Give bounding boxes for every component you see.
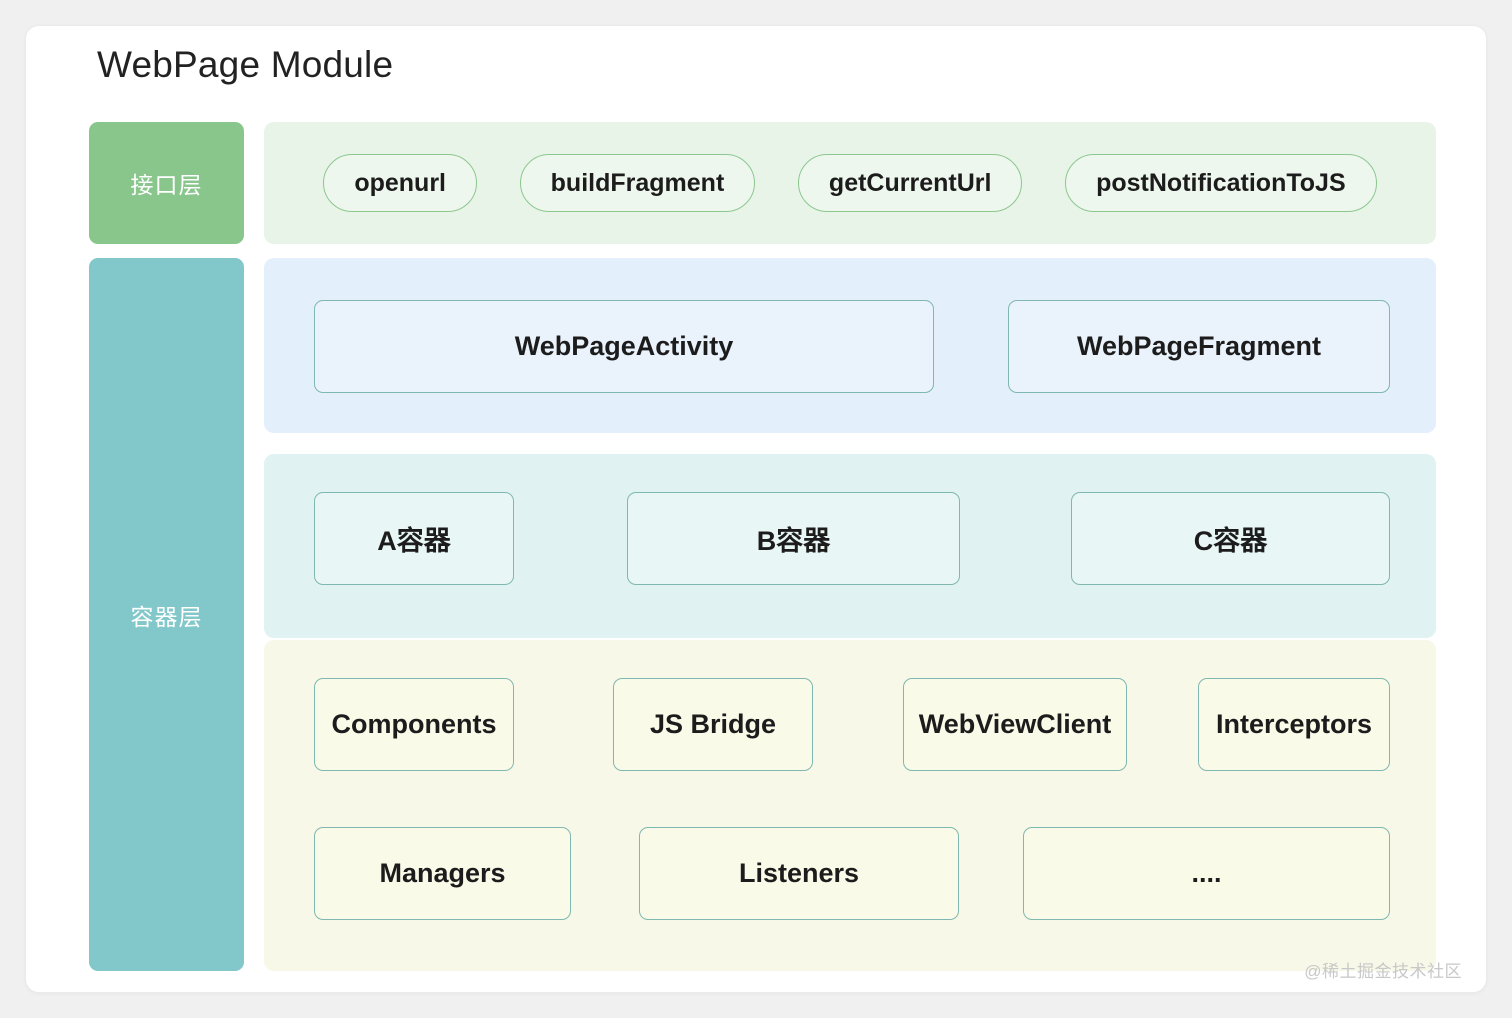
box-managers[interactable]: Managers — [314, 827, 571, 920]
box-label: Managers — [379, 858, 506, 888]
watermark: @稀土掘金技术社区 — [1304, 962, 1462, 981]
layer-label-container-text: 容器层 — [130, 603, 203, 630]
api-pill-label: postNotificationToJS — [1096, 168, 1346, 197]
layer-label-interface: 接口层 — [89, 122, 244, 244]
box-label: A容器 — [377, 526, 451, 556]
api-pill-buildfragment[interactable]: buildFragment — [519, 154, 756, 212]
layer-label-container: 容器层 — [89, 258, 244, 971]
box-more[interactable]: .... — [1023, 827, 1390, 920]
api-pill-getcurrenturl[interactable]: getCurrentUrl — [797, 154, 1023, 212]
diagram-card: WebPage Module 接口层 openurl buildFragment… — [25, 25, 1487, 993]
box-container-c[interactable]: C容器 — [1071, 492, 1390, 585]
box-label: C容器 — [1193, 526, 1268, 556]
box-label: WebViewClient — [918, 709, 1112, 739]
box-label: JS Bridge — [649, 709, 777, 739]
box-label: Interceptors — [1215, 709, 1373, 739]
page-title: WebPage Module — [97, 44, 394, 85]
box-webviewclient[interactable]: WebViewClient — [903, 678, 1127, 771]
api-pill-postnotificationtojs[interactable]: postNotificationToJS — [1065, 154, 1377, 212]
api-pill-openurl[interactable]: openurl — [323, 154, 477, 212]
box-components[interactable]: Components — [314, 678, 514, 771]
api-pill-row: openurl buildFragment getCurrentUrl post… — [264, 122, 1436, 244]
box-label: Components — [331, 709, 497, 739]
layer-label-interface-text: 接口层 — [130, 172, 203, 198]
box-label: Listeners — [738, 858, 860, 888]
box-label: B容器 — [756, 526, 831, 556]
box-container-b[interactable]: B容器 — [627, 492, 960, 585]
box-listeners[interactable]: Listeners — [639, 827, 959, 920]
box-container-a[interactable]: A容器 — [314, 492, 514, 585]
box-webpageactivity[interactable]: WebPageActivity — [314, 300, 934, 393]
box-interceptors[interactable]: Interceptors — [1198, 678, 1390, 771]
box-webpagefragment[interactable]: WebPageFragment — [1008, 300, 1390, 393]
box-js-bridge[interactable]: JS Bridge — [613, 678, 813, 771]
api-pill-label: getCurrentUrl — [828, 168, 992, 197]
box-label: .... — [1191, 858, 1222, 888]
api-pill-label: openurl — [354, 168, 446, 197]
box-label: WebPageActivity — [514, 331, 734, 361]
interface-layer-panel: openurl buildFragment getCurrentUrl post… — [264, 122, 1436, 244]
api-pill-label: buildFragment — [550, 168, 725, 197]
box-label: WebPageFragment — [1076, 331, 1322, 361]
